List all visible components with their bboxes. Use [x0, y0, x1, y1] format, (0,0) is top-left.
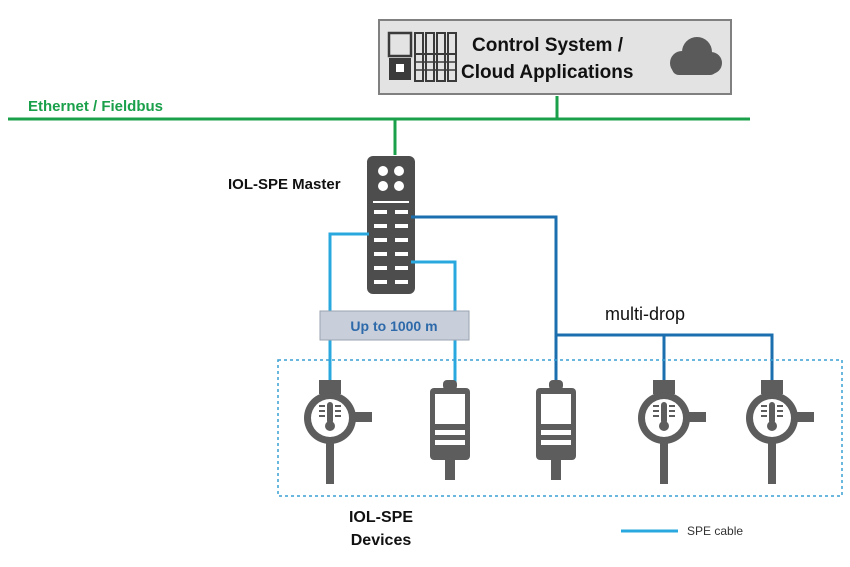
cloud-icon — [670, 37, 722, 75]
devices-label-line2: Devices — [351, 532, 412, 549]
thermometer-sensor-icon — [638, 380, 706, 484]
thermometer-sensor-icon — [746, 380, 814, 484]
spe-cables-multidrop — [411, 215, 774, 383]
plc-rack-icon — [387, 31, 457, 82]
devices-label-line1: IOL-SPE — [349, 509, 413, 526]
multidrop-label: multi-drop — [605, 304, 685, 324]
devices-group-frame — [277, 359, 843, 497]
transmitter-icon — [430, 380, 470, 480]
legend: SPE cable — [621, 524, 743, 538]
control-system-box: Control System / Cloud Applications — [378, 19, 732, 95]
control-system-title-line1: Control System / — [472, 35, 624, 56]
thermometer-sensor-icon — [304, 380, 372, 484]
control-system-title-line2: Cloud Applications — [461, 62, 633, 83]
distance-label: Up to 1000 m — [350, 318, 437, 334]
transmitter-icon — [536, 380, 576, 480]
legend-label: SPE cable — [687, 524, 743, 538]
fieldbus-label: Ethernet / Fieldbus — [28, 98, 163, 115]
io-block-icon — [367, 156, 415, 294]
distance-box: Up to 1000 m — [319, 310, 470, 341]
master-label: IOL-SPE Master — [228, 176, 341, 193]
